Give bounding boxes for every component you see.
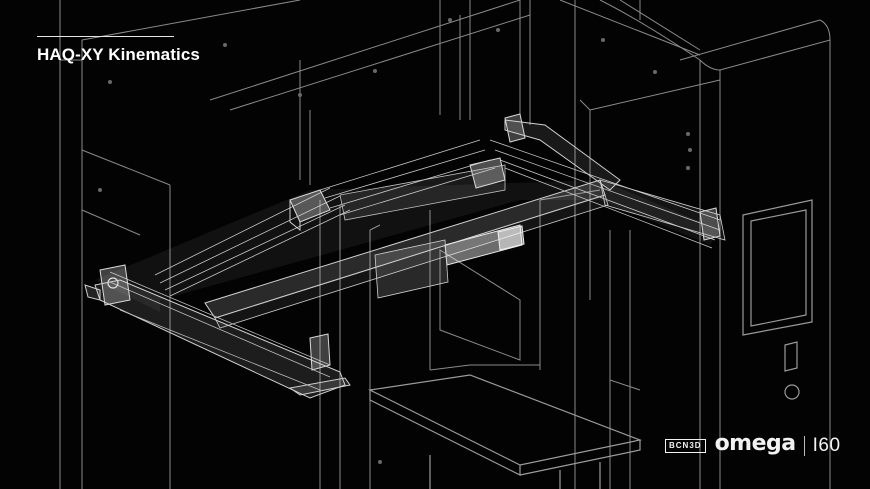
printer-frame bbox=[59, 0, 831, 489]
brand-separator bbox=[803, 436, 805, 456]
brand-model: I60 bbox=[812, 435, 841, 456]
page-title: HAQ-XY Kinematics bbox=[37, 45, 200, 64]
title-rule bbox=[37, 36, 174, 37]
build-plate bbox=[368, 374, 643, 489]
brand-logo: BCN3D omega I60 bbox=[665, 431, 841, 459]
xy-gantry bbox=[84, 113, 726, 399]
brand-badge: BCN3D bbox=[665, 439, 706, 453]
frame-screws bbox=[98, 18, 692, 464]
side-screen bbox=[742, 199, 813, 400]
brand-name: omega bbox=[714, 431, 797, 456]
